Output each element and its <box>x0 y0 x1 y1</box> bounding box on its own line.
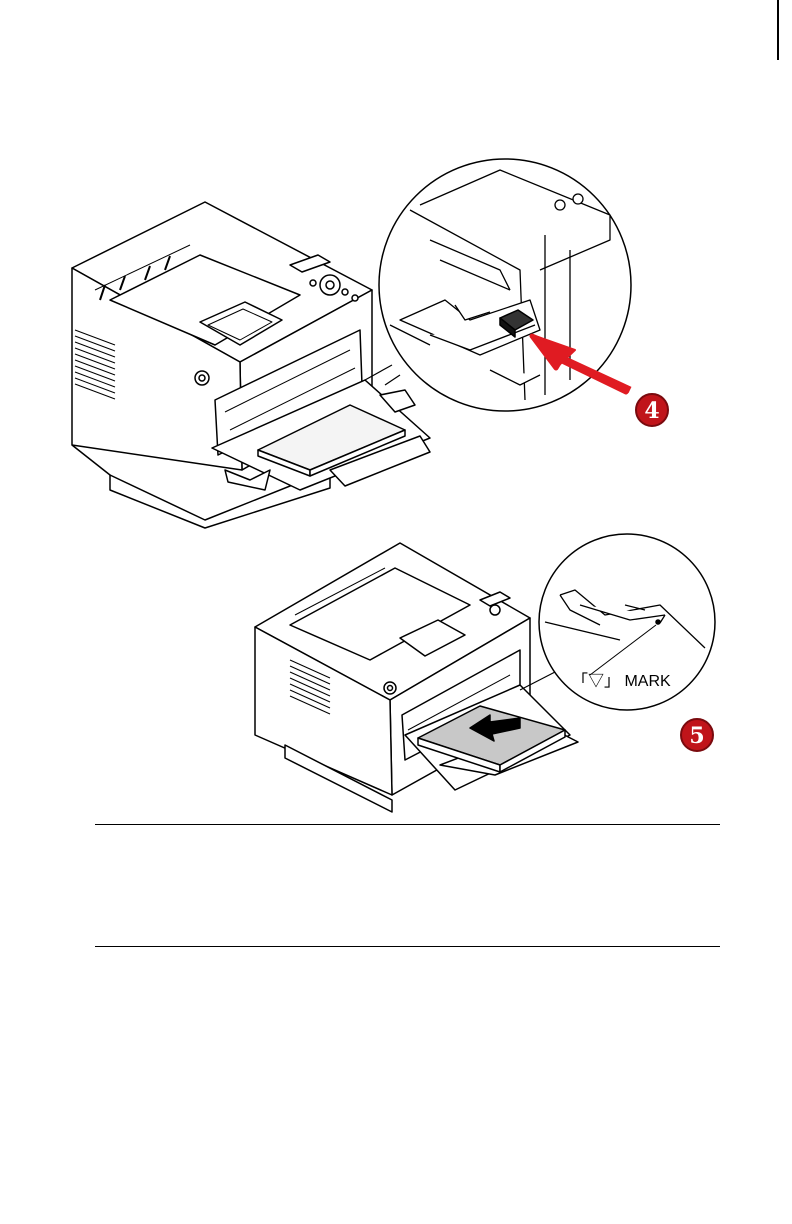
figure-1-printer <box>72 159 631 528</box>
step-badge-5: 5 <box>681 719 713 751</box>
step-number-4: 4 <box>644 398 659 424</box>
mark-label: 「▽」 MARK <box>572 672 671 690</box>
note-rule-bottom <box>95 946 720 947</box>
step-number-5: 5 <box>689 723 704 749</box>
step-badge-4: 4 <box>636 394 668 426</box>
manual-illustrations: 4 5 「▽」 MARK <box>0 0 792 820</box>
note-rule-top <box>95 824 720 825</box>
